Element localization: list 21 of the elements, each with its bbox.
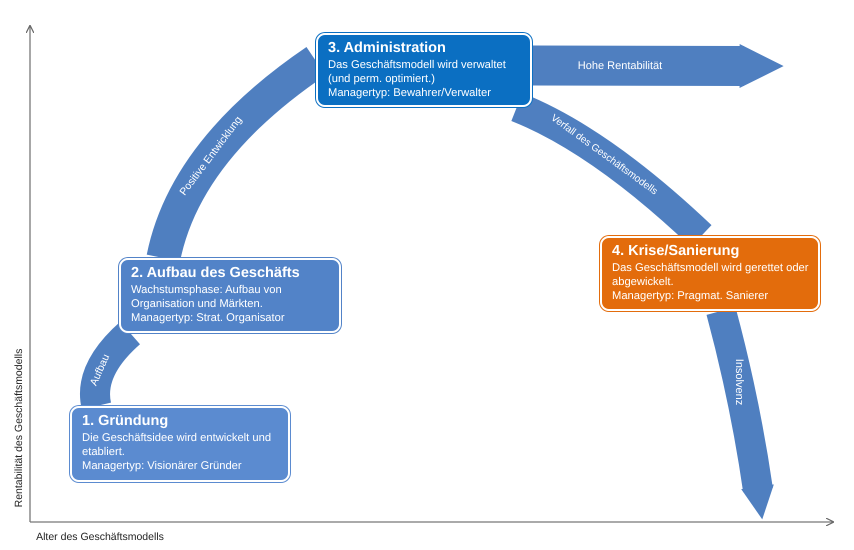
phase-description: Managertyp: Visionärer Gründer <box>82 459 243 473</box>
phase-description: Managertyp: Pragmat. Sanierer <box>612 289 770 303</box>
phase-title: 2. Aufbau des Geschäfts <box>131 265 301 282</box>
phase-box <box>70 406 290 482</box>
phase-title: 1. Gründung <box>82 413 170 430</box>
phase-box <box>119 258 341 333</box>
edge-label: Hohe Rentabilität <box>578 60 662 72</box>
axis-label: Alter des Geschäftsmodells <box>36 531 164 543</box>
band-arrow <box>532 44 784 88</box>
phase-description: Managertyp: Bewahrer/Verwalter <box>328 86 492 100</box>
axis-label: Rentabilität des Geschäftsmodells <box>13 348 25 508</box>
phase-description: Managertyp: Strat. Organisator <box>131 311 286 325</box>
phase-box <box>600 236 820 311</box>
phase-title: 3. Administration <box>328 40 447 57</box>
phase-description: Das Geschäftsmodell wird verwaltet (und perm. optimiert.) <box>328 58 507 86</box>
edge-label: Insolvenz <box>733 358 745 406</box>
phase-description: Wachstumsphase: Aufbau von Organisation und Märkten. <box>131 283 283 311</box>
phase-box <box>316 33 532 107</box>
phase-description: Das Geschäftsmodell wird gerettet oder abgewickelt. <box>612 261 809 289</box>
phase-description: Die Geschäftsidee wird entwickelt und etabliert. <box>82 431 272 459</box>
phase-title: 4. Krise/Sanierung <box>612 243 740 260</box>
